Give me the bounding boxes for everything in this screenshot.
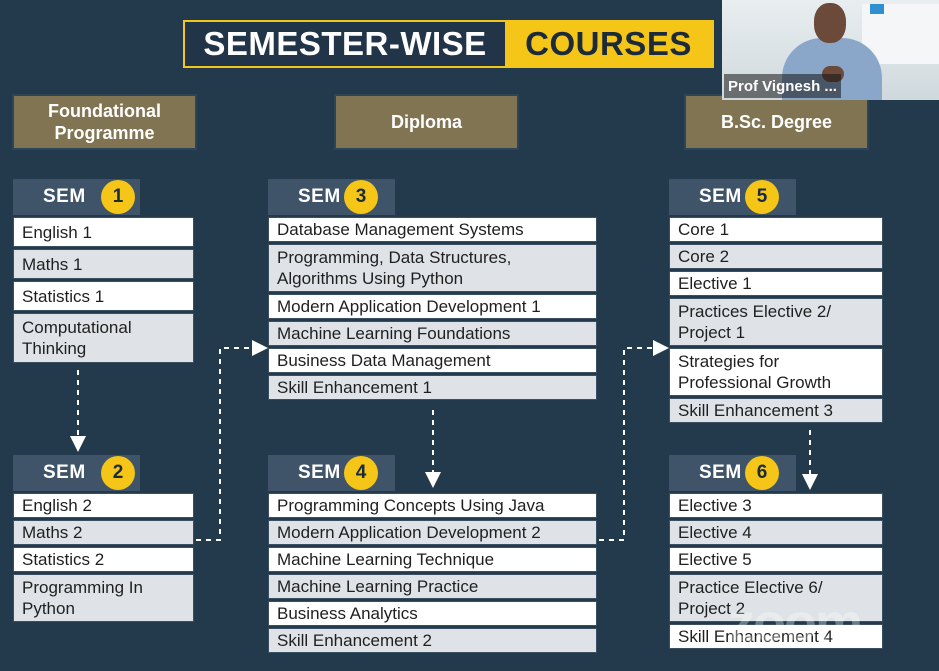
course-item: Modern Application Development 1 bbox=[268, 294, 597, 319]
course-item: Elective 4 bbox=[669, 520, 883, 545]
course-item: Practices Elective 2/ Project 1 bbox=[669, 298, 883, 346]
whiteboard-image bbox=[862, 4, 939, 64]
course-item: Programming, Data Structures, Algorithms… bbox=[268, 244, 597, 292]
sem-label: SEM bbox=[699, 462, 742, 483]
course-item: Skill Enhancement 3 bbox=[669, 398, 883, 423]
arrow-sem4-to-sem5 bbox=[599, 340, 669, 541]
sem-6-header: SEM 6 bbox=[669, 455, 796, 491]
sem-number-badge: 2 bbox=[101, 456, 135, 490]
course-item: Machine Learning Practice bbox=[268, 574, 597, 599]
sem-number-badge: 4 bbox=[344, 456, 378, 490]
course-item: Core 1 bbox=[669, 217, 883, 242]
sem-5-header: SEM 5 bbox=[669, 179, 796, 215]
course-item: Programming Concepts Using Java bbox=[268, 493, 597, 518]
course-item: Machine Learning Technique bbox=[268, 547, 597, 572]
course-item: English 1 bbox=[13, 217, 194, 247]
sem-2-header: SEM 2 bbox=[13, 455, 140, 491]
slide-title-left: SEMESTER-WISE bbox=[185, 22, 505, 66]
course-item: Business Data Management bbox=[268, 348, 597, 373]
course-item: Elective 1 bbox=[669, 271, 883, 296]
slide-title-banner: SEMESTER-WISE COURSES bbox=[183, 20, 714, 68]
course-item: Modern Application Development 2 bbox=[268, 520, 597, 545]
course-item: Skill Enhancement 1 bbox=[268, 375, 597, 400]
zoom-watermark: zoom bbox=[728, 593, 863, 653]
sem-label: SEM bbox=[43, 186, 86, 207]
course-item: Computational Thinking bbox=[13, 313, 194, 363]
course-item: Maths 1 bbox=[13, 249, 194, 279]
sem-5-course-list: Core 1 Core 2 Elective 1 Practices Elect… bbox=[669, 217, 883, 425]
sem-number-badge: 5 bbox=[745, 180, 779, 214]
course-item: Core 2 bbox=[669, 244, 883, 269]
sem-2-course-list: English 2 Maths 2 Statistics 2 Programmi… bbox=[13, 493, 194, 624]
course-item: Programming In Python bbox=[13, 574, 194, 622]
course-item: Machine Learning Foundations bbox=[268, 321, 597, 346]
course-item: Maths 2 bbox=[13, 520, 194, 545]
sem-3-header: SEM 3 bbox=[268, 179, 395, 215]
sem-label: SEM bbox=[298, 462, 341, 483]
course-item: Business Analytics bbox=[268, 601, 597, 626]
sem-4-header: SEM 4 bbox=[268, 455, 395, 491]
sem-label: SEM bbox=[298, 186, 341, 207]
course-item: Practice Elective 6/ Project 2 bbox=[669, 574, 883, 622]
course-item: Statistics 2 bbox=[13, 547, 194, 572]
sem-number-badge: 1 bbox=[101, 180, 135, 214]
sem-4-course-list: Programming Concepts Using Java Modern A… bbox=[268, 493, 597, 655]
course-item: Skill Enhancement 4 bbox=[669, 624, 883, 649]
sem-6-course-list: Elective 3 Elective 4 Elective 5 Practic… bbox=[669, 493, 883, 651]
sem-1-course-list: English 1 Maths 1 Statistics 1 Computati… bbox=[13, 217, 194, 365]
sem-label: SEM bbox=[699, 186, 742, 207]
sem-number-badge: 6 bbox=[745, 456, 779, 490]
arrow-sem2-to-sem3 bbox=[196, 340, 268, 541]
course-item: English 2 bbox=[13, 493, 194, 518]
participant-head-image bbox=[814, 3, 846, 43]
course-item: Elective 3 bbox=[669, 493, 883, 518]
course-item: Statistics 1 bbox=[13, 281, 194, 311]
sem-number-badge: 3 bbox=[344, 180, 378, 214]
programme-foundational: Foundational Programme bbox=[12, 94, 197, 150]
course-item: Elective 5 bbox=[669, 547, 883, 572]
sem-1-header: SEM 1 bbox=[13, 179, 140, 215]
course-item: Database Management Systems bbox=[268, 217, 597, 242]
sem-label: SEM bbox=[43, 462, 86, 483]
programme-diploma: Diploma bbox=[334, 94, 519, 150]
slide-title-right: COURSES bbox=[525, 25, 692, 62]
course-item: Strategies for Professional Growth bbox=[669, 348, 883, 396]
participant-name-label: Prof Vignesh ... bbox=[724, 74, 841, 98]
course-item: Skill Enhancement 2 bbox=[268, 628, 597, 653]
sem-3-course-list: Database Management Systems Programming,… bbox=[268, 217, 597, 402]
